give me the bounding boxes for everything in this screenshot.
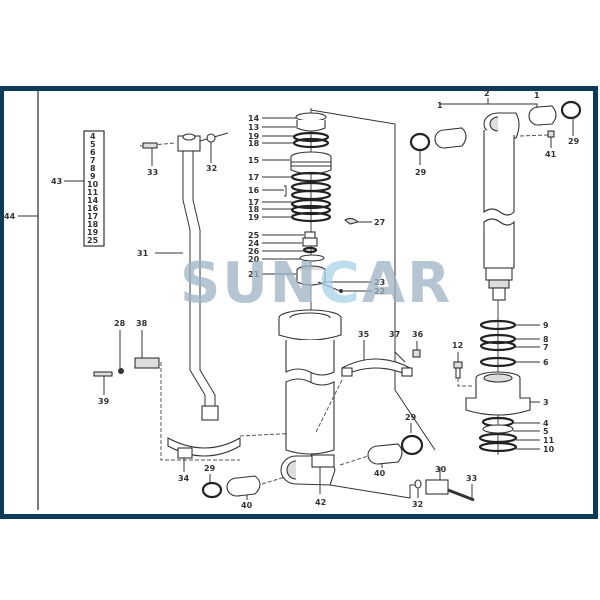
watermark: SUNCAR (180, 251, 452, 316)
svg-text:20: 20 (248, 255, 260, 264)
svg-text:13: 13 (248, 123, 259, 132)
svg-text:17: 17 (248, 173, 259, 182)
svg-text:17: 17 (248, 198, 259, 207)
svg-text:18: 18 (248, 139, 260, 148)
svg-text:8: 8 (90, 164, 96, 173)
callout-34: 34 (178, 474, 190, 483)
callout-41: 41 (545, 150, 557, 159)
svg-text:24: 24 (248, 239, 260, 248)
callout-29-bottom-right: 29 (405, 413, 417, 422)
svg-text:25: 25 (87, 236, 99, 245)
svg-text:18: 18 (87, 220, 99, 229)
svg-text:15: 15 (248, 156, 260, 165)
svg-text:17: 17 (87, 212, 98, 221)
callout-29-top-left: 29 (415, 168, 427, 177)
callout-44: 44 (4, 212, 16, 221)
svg-text:10: 10 (87, 180, 99, 189)
svg-text:14: 14 (87, 196, 99, 205)
svg-text:SUNCAR: SUNCAR (180, 251, 452, 316)
callout-36: 36 (412, 330, 424, 339)
head-seal-callouts: 9 8 7 6 3 4 5 11 10 (513, 321, 555, 454)
hydraulic-pipe (177, 133, 219, 421)
svg-text:11: 11 (543, 436, 555, 445)
callout-42: 42 (315, 498, 326, 507)
svg-text:3: 3 (543, 398, 549, 407)
svg-text:21: 21 (248, 270, 260, 279)
svg-text:27: 27 (374, 218, 385, 227)
svg-text:16: 16 (248, 186, 260, 195)
svg-text:8: 8 (543, 335, 549, 344)
callout-1-right: 1 (534, 91, 540, 100)
piston-rod (483, 112, 520, 301)
svg-text:19: 19 (248, 213, 260, 222)
callout-40-right: 40 (374, 469, 386, 478)
svg-text:11: 11 (87, 188, 99, 197)
seal-kit-box: 4 5 6 7 8 9 10 11 14 16 17 18 19 25 (83, 130, 105, 247)
svg-text:25: 25 (248, 231, 260, 240)
cylinder-barrel: 42 (278, 309, 342, 507)
svg-text:7: 7 (543, 343, 549, 352)
callout-30: 30 (435, 465, 447, 474)
callout-29-bottom-left: 29 (204, 464, 216, 473)
callout-29-top-right: 29 (568, 137, 580, 146)
callout-37: 37 (389, 330, 400, 339)
head-seal-stack (465, 319, 531, 453)
callout-32-top: 32 (206, 164, 217, 173)
svg-text:10: 10 (543, 445, 555, 454)
callout-28: 28 (114, 319, 126, 328)
callout-40-left: 40 (241, 501, 253, 510)
svg-text:22: 22 (374, 287, 385, 296)
callout-43: 43 (51, 177, 62, 186)
svg-text:5: 5 (543, 427, 549, 436)
svg-text:19: 19 (87, 228, 99, 237)
svg-text:6: 6 (90, 148, 96, 157)
callout-1-left: 1 (437, 101, 443, 110)
svg-text:19: 19 (248, 132, 260, 141)
callout-31: 31 (137, 249, 149, 258)
callout-35: 35 (358, 330, 370, 339)
svg-text:26: 26 (248, 247, 260, 256)
svg-text:16: 16 (87, 204, 99, 213)
svg-text:4: 4 (90, 132, 96, 141)
svg-text:6: 6 (543, 358, 549, 367)
svg-text:14: 14 (248, 114, 260, 123)
callout-33-top: 33 (147, 168, 158, 177)
svg-text:7: 7 (90, 156, 96, 165)
callout-32-bottom: 32 (412, 500, 423, 509)
svg-text:9: 9 (90, 172, 96, 181)
callout-39: 39 (98, 397, 110, 406)
svg-text:23: 23 (374, 278, 385, 287)
piston-stack-callouts: 14 13 19 18 15 17 16 17 18 19 25 24 26 2… (248, 114, 385, 296)
callout-33-bottom: 33 (466, 474, 477, 483)
callout-12: 12 (452, 341, 463, 350)
svg-text:18: 18 (248, 205, 260, 214)
callout-38: 38 (136, 319, 148, 328)
svg-text:4: 4 (543, 419, 549, 428)
svg-text:5: 5 (90, 140, 96, 149)
callout-2: 2 (484, 89, 490, 98)
svg-text:9: 9 (543, 321, 549, 330)
